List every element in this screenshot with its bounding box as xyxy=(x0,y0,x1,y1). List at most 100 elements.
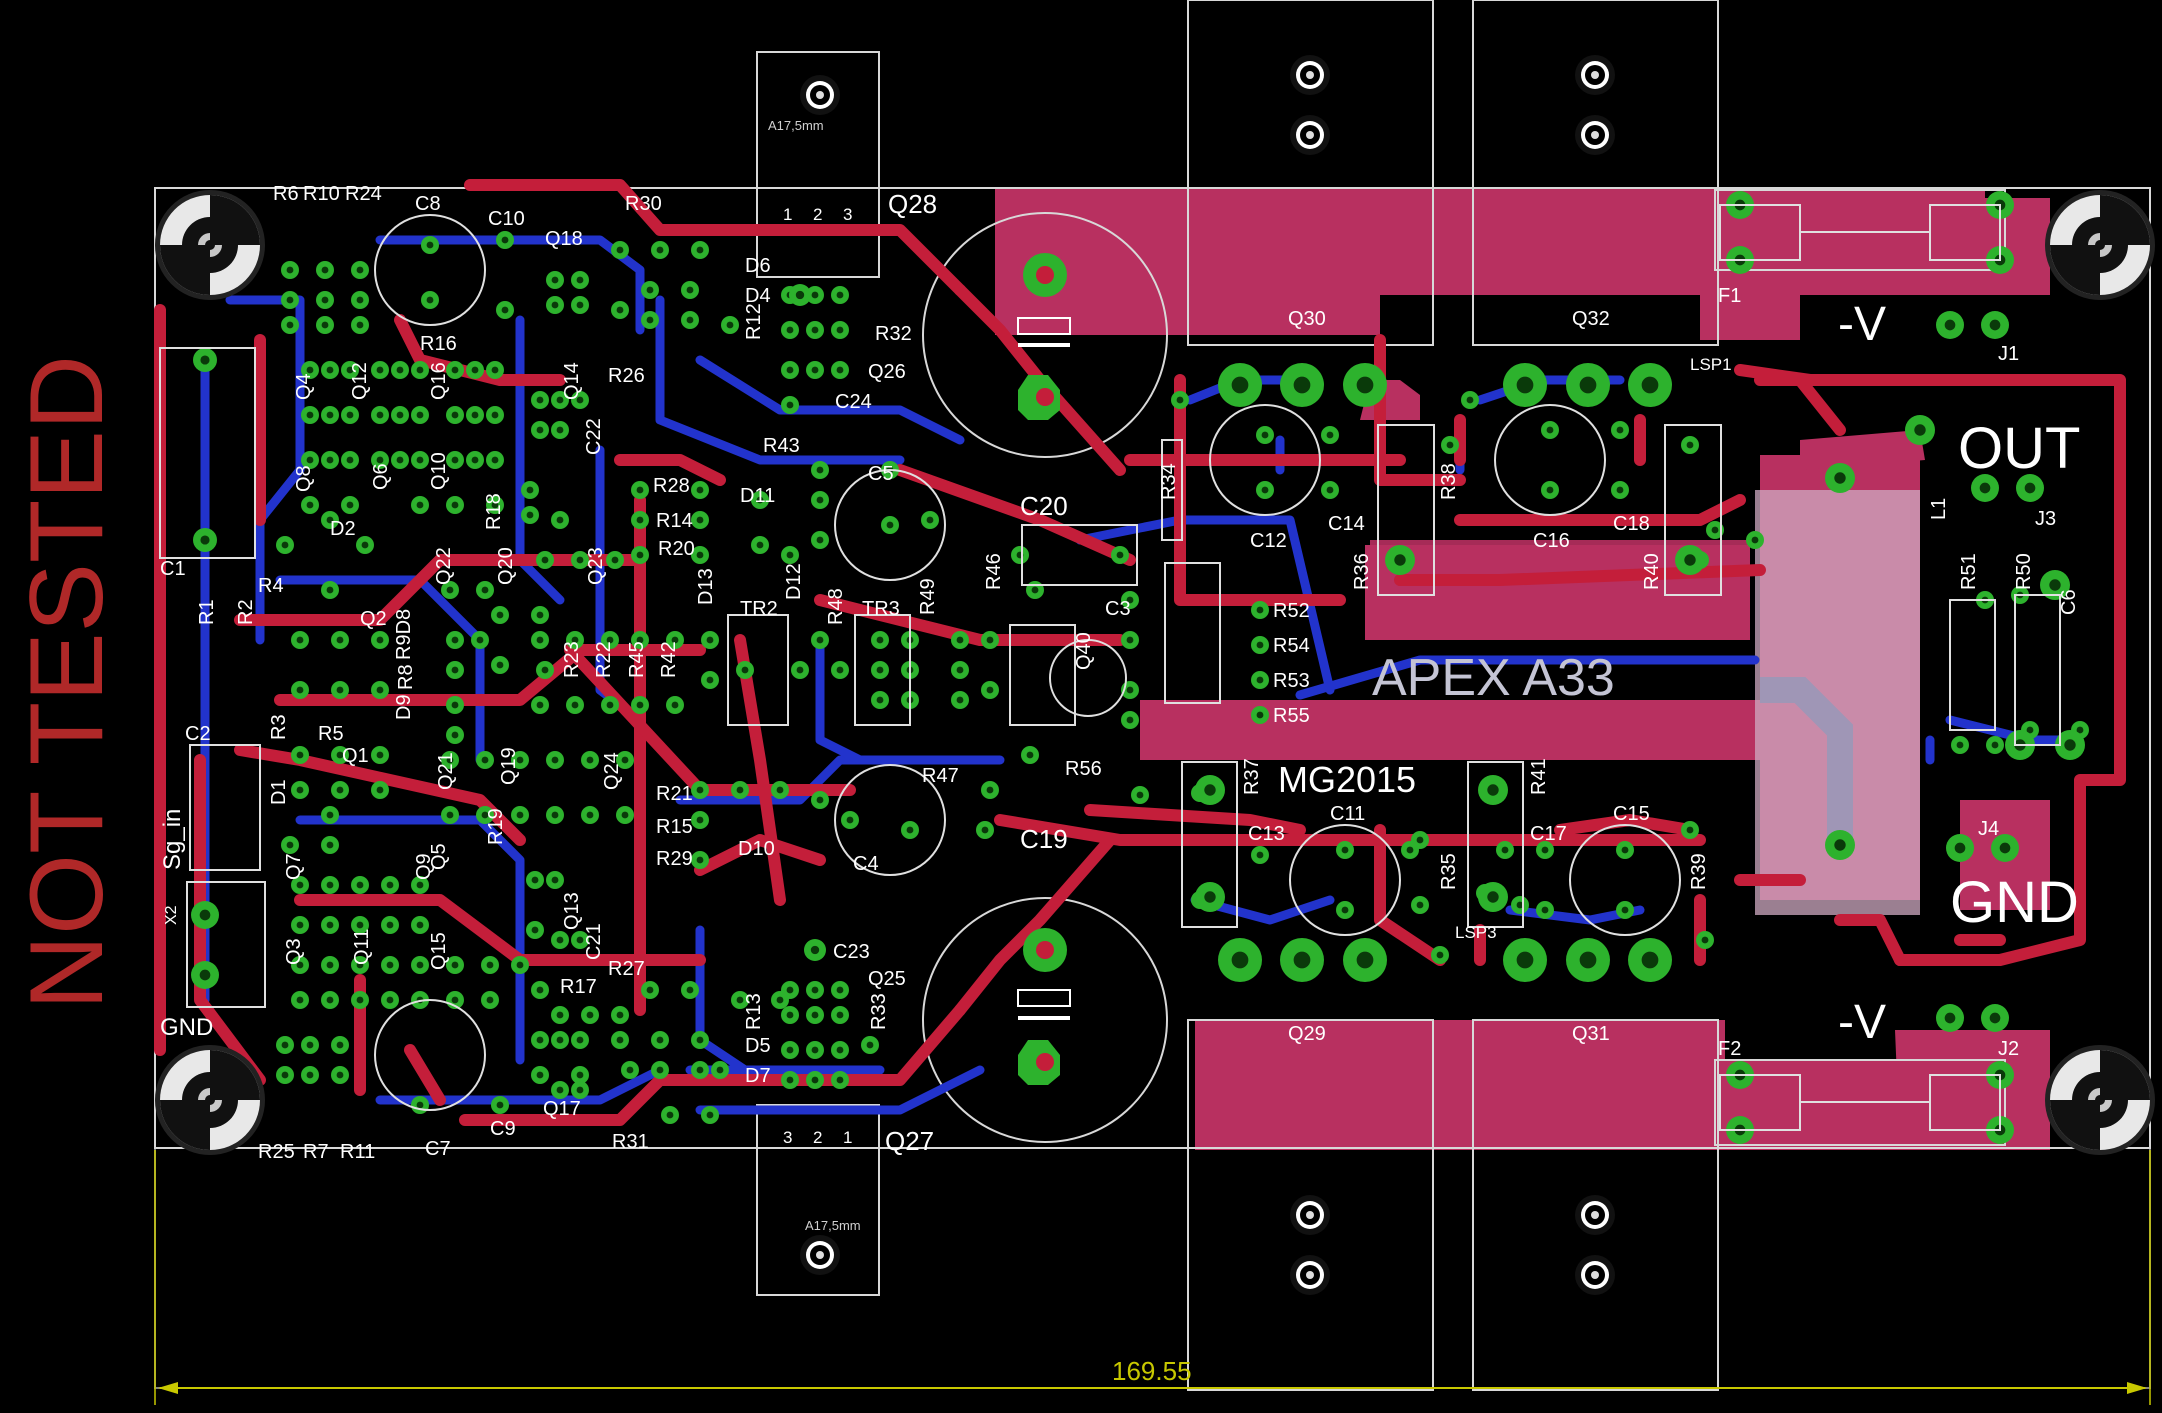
pad-hole xyxy=(586,811,594,819)
pad-hole xyxy=(816,636,824,644)
pad-hole xyxy=(606,701,614,709)
label-r5: R5 xyxy=(318,723,344,745)
label-q28: Q28 xyxy=(888,189,937,219)
pad-hole xyxy=(1026,751,1034,759)
pad-hole xyxy=(795,290,805,300)
pad-hole xyxy=(471,456,479,464)
pad-hole xyxy=(576,276,584,284)
label-c24: C24 xyxy=(835,391,872,413)
pad-hole xyxy=(416,921,424,929)
pad-hole xyxy=(486,961,494,969)
pad-hole xyxy=(501,236,509,244)
pad-hole xyxy=(1701,936,1709,944)
pad-hole xyxy=(811,1046,819,1054)
label-c14: C14 xyxy=(1328,513,1365,535)
pin1-bottom: 1 xyxy=(843,1128,852,1147)
mounting-hole xyxy=(2100,195,2150,245)
pad-hole xyxy=(451,501,459,509)
screw-hole xyxy=(1591,1271,1599,1279)
pad-hole xyxy=(1116,551,1124,559)
pad-hole xyxy=(2024,482,2036,494)
label-r20: R20 xyxy=(658,538,695,560)
label-r43: R43 xyxy=(763,435,800,457)
pad-hole xyxy=(1487,891,1499,903)
pad-hole xyxy=(786,366,794,374)
label-r41: R41 xyxy=(1528,758,1550,795)
pad-hole xyxy=(491,456,499,464)
label-c9: C9 xyxy=(490,1118,516,1140)
pad-hole xyxy=(476,636,484,644)
label-r14: R14 xyxy=(656,510,693,532)
x2-label: X2 xyxy=(163,905,180,925)
pad-hole xyxy=(1256,641,1264,649)
label-r23: R23 xyxy=(561,641,583,678)
pad-hole xyxy=(286,296,294,304)
label-q30: Q30 xyxy=(1288,308,1326,330)
pad-hole xyxy=(836,986,844,994)
label-d6: D6 xyxy=(745,255,771,277)
pad-hole xyxy=(576,1071,584,1079)
pad-hole xyxy=(526,486,534,494)
pad-hole xyxy=(536,1071,544,1079)
label-c17: C17 xyxy=(1530,823,1567,845)
pad-hole xyxy=(571,636,579,644)
label-q13: Q13 xyxy=(561,892,583,930)
pad-hole xyxy=(1944,319,1956,331)
label-c22: C22 xyxy=(583,418,605,455)
label-r46: R46 xyxy=(983,553,1005,590)
pad-hole xyxy=(281,541,289,549)
label-r15: R15 xyxy=(656,816,693,838)
pad-hole xyxy=(616,1036,624,1044)
pad-hole xyxy=(836,366,844,374)
pad-hole xyxy=(1261,486,1269,494)
pad-hole xyxy=(286,321,294,329)
pad-hole xyxy=(706,1111,714,1119)
pad-hole xyxy=(306,1071,314,1079)
label-q23: Q23 xyxy=(585,547,607,585)
pad-hole xyxy=(1126,716,1134,724)
fuse-holders xyxy=(1719,204,2001,1131)
pad-hole xyxy=(1356,951,1374,969)
pad-hole xyxy=(1231,951,1249,969)
pad-hole xyxy=(1546,426,1554,434)
label-r33: R33 xyxy=(868,993,890,1030)
pad-hole xyxy=(386,961,394,969)
label-c8: C8 xyxy=(415,193,441,215)
pad-hole xyxy=(816,536,824,544)
pad-hole xyxy=(296,996,304,1004)
pad-hole xyxy=(556,426,564,434)
label-q17: Q17 xyxy=(543,1098,581,1120)
label-r34: R34 xyxy=(1158,463,1180,500)
pad-hole xyxy=(1956,741,1964,749)
pad-hole xyxy=(1541,846,1549,854)
pad-hole xyxy=(326,456,334,464)
label-q18: Q18 xyxy=(545,228,583,250)
pad-hole xyxy=(321,296,329,304)
label-d5: D5 xyxy=(745,1035,771,1057)
pad-hole xyxy=(696,516,704,524)
label-tr3: TR3 xyxy=(862,598,900,620)
label-r21: R21 xyxy=(656,783,693,805)
pad-hole xyxy=(536,1036,544,1044)
pad-hole xyxy=(1579,951,1597,969)
label-r27: R27 xyxy=(608,958,645,980)
label-r17: R17 xyxy=(560,976,597,998)
pad-hole xyxy=(956,666,964,674)
pad-hole xyxy=(736,996,744,1004)
pad-hole xyxy=(486,996,494,1004)
pad-hole xyxy=(1326,486,1334,494)
label-q29: Q29 xyxy=(1288,1023,1326,1045)
pad-hole xyxy=(636,486,644,494)
pad-hole xyxy=(481,586,489,594)
label-r6: R6 xyxy=(273,183,299,205)
label-c23: C23 xyxy=(833,941,870,963)
pad-hole xyxy=(556,516,564,524)
pad-hole xyxy=(416,1101,424,1109)
pad-hole xyxy=(376,366,384,374)
pad-hole xyxy=(616,246,624,254)
pad-hole xyxy=(836,666,844,674)
pad-hole xyxy=(1126,636,1134,644)
label-c2: C2 xyxy=(185,723,211,745)
pad-hole xyxy=(1256,711,1264,719)
